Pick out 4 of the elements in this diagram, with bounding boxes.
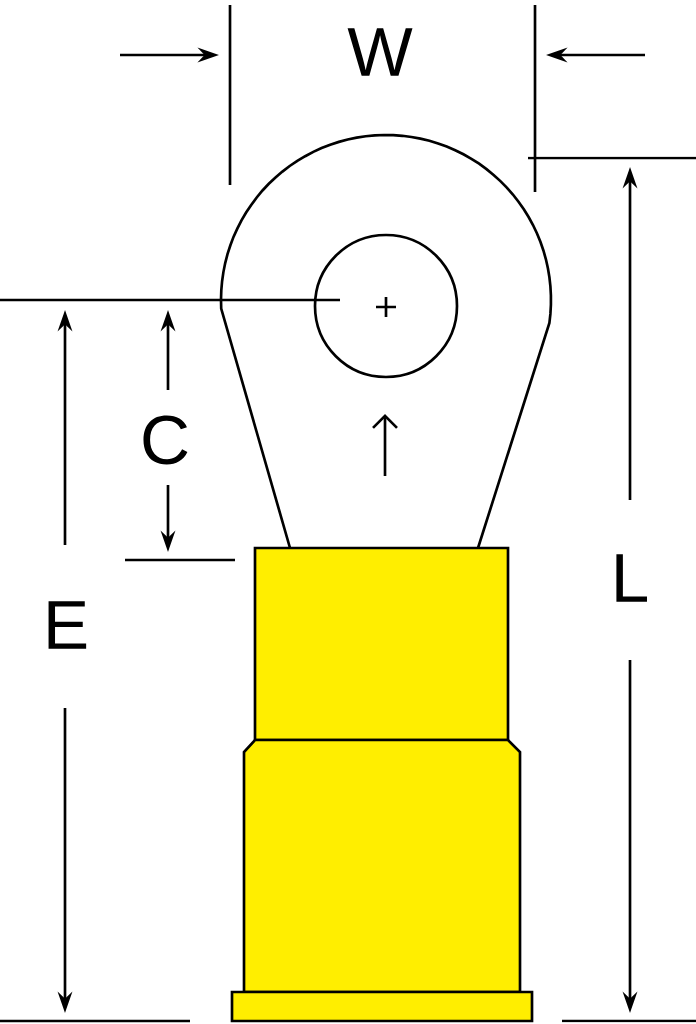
dimension-label: C — [143, 415, 188, 465]
dimension-label: L — [616, 554, 647, 602]
dimension-label: E — [48, 601, 87, 649]
dimension-label: W — [347, 28, 413, 76]
